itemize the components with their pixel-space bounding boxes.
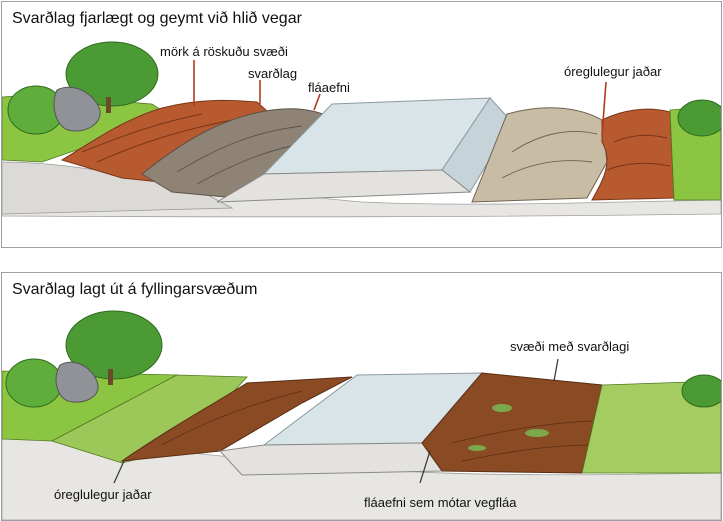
label-topsoil: svarðlag bbox=[248, 66, 297, 81]
label-topsoil-area: svæði með svarðlagi bbox=[510, 339, 629, 354]
leader-topsoil-area bbox=[554, 359, 558, 381]
label-slope-fill: fláaefni sem mótar vegfláa bbox=[364, 495, 516, 510]
illustration-topsoil-stockpiled bbox=[2, 2, 721, 247]
leader-slope-material bbox=[314, 94, 320, 110]
tree-right-bottom bbox=[682, 375, 721, 407]
label-dark-area: mörk á röskuðu svæði bbox=[160, 44, 288, 59]
panel-topsoil-spreading: Svarðlag lagt út á fyllingarsvæðum svæð bbox=[1, 272, 722, 521]
label-irregular-edge-top: óreglulegur jaðar bbox=[564, 64, 662, 79]
label-slope-material: fláaefni bbox=[308, 80, 350, 95]
panel-title-bottom: Svarðlag lagt út á fyllingarsvæðum bbox=[12, 281, 257, 299]
tree-left-small-bottom bbox=[6, 359, 62, 407]
panel-title-top: Svarðlag fjarlægt og geymt við hlið vega… bbox=[12, 10, 302, 28]
road-fill-front-bottom bbox=[220, 443, 442, 475]
tree-right bbox=[678, 100, 721, 136]
label-irregular-edge-bottom: óreglulegur jaðar bbox=[54, 487, 152, 502]
illustration-topsoil-spread bbox=[2, 273, 721, 520]
panel-topsoil-removal: Svarðlag fjarlægt og geymt við hlið vega… bbox=[1, 1, 722, 248]
